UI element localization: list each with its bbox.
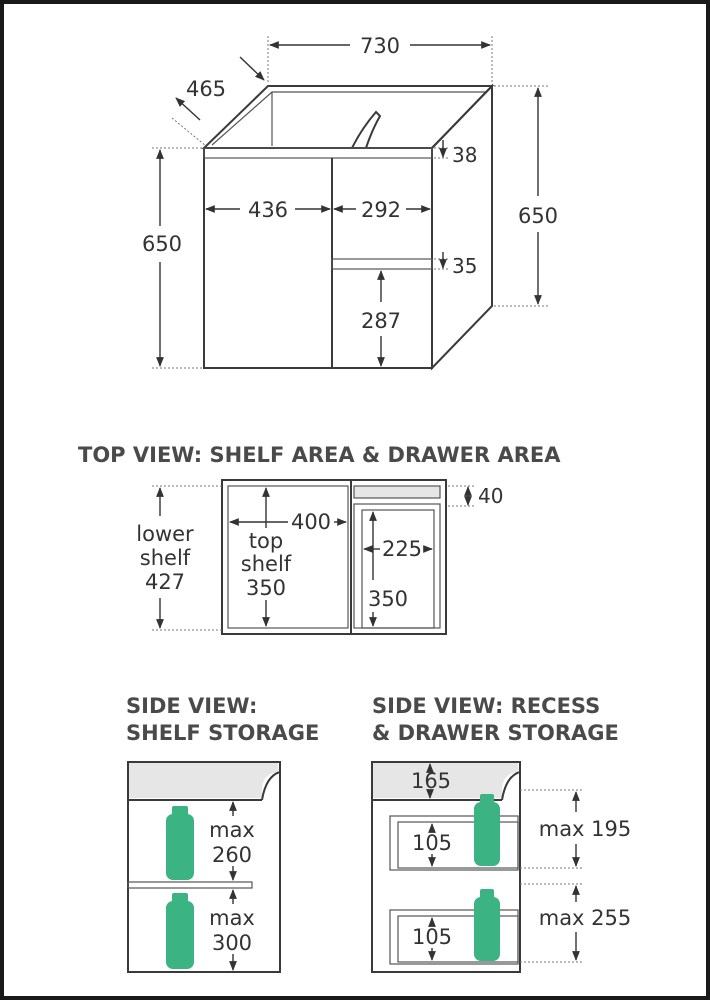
- ext-line-depth: [171, 117, 207, 147]
- depth-arrow-bottom: [175, 97, 201, 121]
- lower-max-label: max: [209, 906, 255, 930]
- top-view-drawer-inner: [361, 509, 435, 629]
- cabinet-top-outline: [201, 85, 495, 149]
- max195-label: max 195: [539, 817, 632, 841]
- spout-shape: [351, 110, 382, 149]
- top-view-outer: [221, 479, 447, 635]
- drawer-width-label: 292: [361, 198, 401, 222]
- top-view-rail-shade: [354, 486, 440, 498]
- drawer-rail: [331, 258, 433, 270]
- left-height-label: 650: [142, 232, 182, 256]
- top-rail-label: 38: [452, 143, 477, 167]
- max255-label: max 255: [539, 906, 632, 930]
- width-label: 730: [360, 34, 400, 58]
- side-shelf-heading-2: SHELF STORAGE: [126, 721, 319, 745]
- top-rail: [203, 147, 433, 159]
- side-view-shelf: max 260 max 300: [127, 761, 281, 973]
- recess-basin-curve: [501, 771, 521, 801]
- upper-max-label: max: [209, 818, 255, 842]
- cabinet-side-panel: [431, 83, 493, 371]
- bottle-icon: [166, 806, 194, 880]
- bottle-icon: [474, 794, 500, 866]
- lower-drawer-label: 105: [412, 925, 452, 949]
- top-shelf-value: 350: [246, 576, 286, 600]
- drawer-w-label: 225: [382, 537, 422, 561]
- shelf-board: [127, 881, 253, 889]
- recess-height-label: 165: [411, 769, 451, 793]
- depth-arrow-top: [239, 56, 265, 81]
- bottle-icon: [474, 889, 500, 961]
- upper-drawer-box: [397, 821, 519, 869]
- drawer-rail-label: 35: [452, 254, 477, 278]
- lower-drawer-box: [397, 915, 519, 963]
- top-view: lower shelf 427 top shelf 350 400 40 225…: [136, 479, 503, 635]
- side-shelf-heading-1: SIDE VIEW:: [126, 694, 257, 718]
- recess-basin-shade: [372, 762, 518, 798]
- drawer-height-label: 287: [361, 309, 401, 333]
- main-cabinet-view: 730 465 650 650 436 292 38: [142, 34, 558, 371]
- lower-shelf-line2: shelf: [140, 546, 191, 570]
- lower-shelf-line1: lower: [136, 522, 194, 546]
- top-shelf-line2: shelf: [241, 552, 292, 576]
- top-shelf-line1: top: [249, 529, 283, 553]
- recess-cabinet-outline: [371, 761, 521, 973]
- drawer-d-label: 350: [368, 587, 408, 611]
- top-view-rail: [353, 485, 441, 499]
- shelf-cabinet-outline: [127, 761, 281, 973]
- cabinet-front: [203, 147, 433, 369]
- side-recess-heading-2: & DRAWER STORAGE: [372, 721, 619, 745]
- upper-max-value: 260: [212, 843, 252, 867]
- side-recess-heading-1: SIDE VIEW: RECESS: [372, 694, 600, 718]
- shelf-basin-shade: [128, 762, 278, 798]
- depth-label: 465: [186, 77, 226, 101]
- bottle-icon: [166, 893, 194, 969]
- top-view-heading: TOP VIEW: SHELF AREA & DRAWER AREA: [78, 443, 561, 467]
- lower-max-value: 300: [212, 931, 252, 955]
- upper-drawer-label: 105: [412, 831, 452, 855]
- shelf-width-label: 400: [291, 510, 331, 534]
- shelf-basin-curve: [261, 771, 281, 801]
- lower-shelf-value: 427: [145, 570, 185, 594]
- side-view-recess: 165 105 105 max 195: [371, 761, 632, 973]
- right-height-label: 650: [518, 204, 558, 228]
- rail-label: 40: [478, 484, 503, 508]
- door-width-label: 436: [248, 198, 288, 222]
- top-view-shelf-area: [227, 485, 349, 629]
